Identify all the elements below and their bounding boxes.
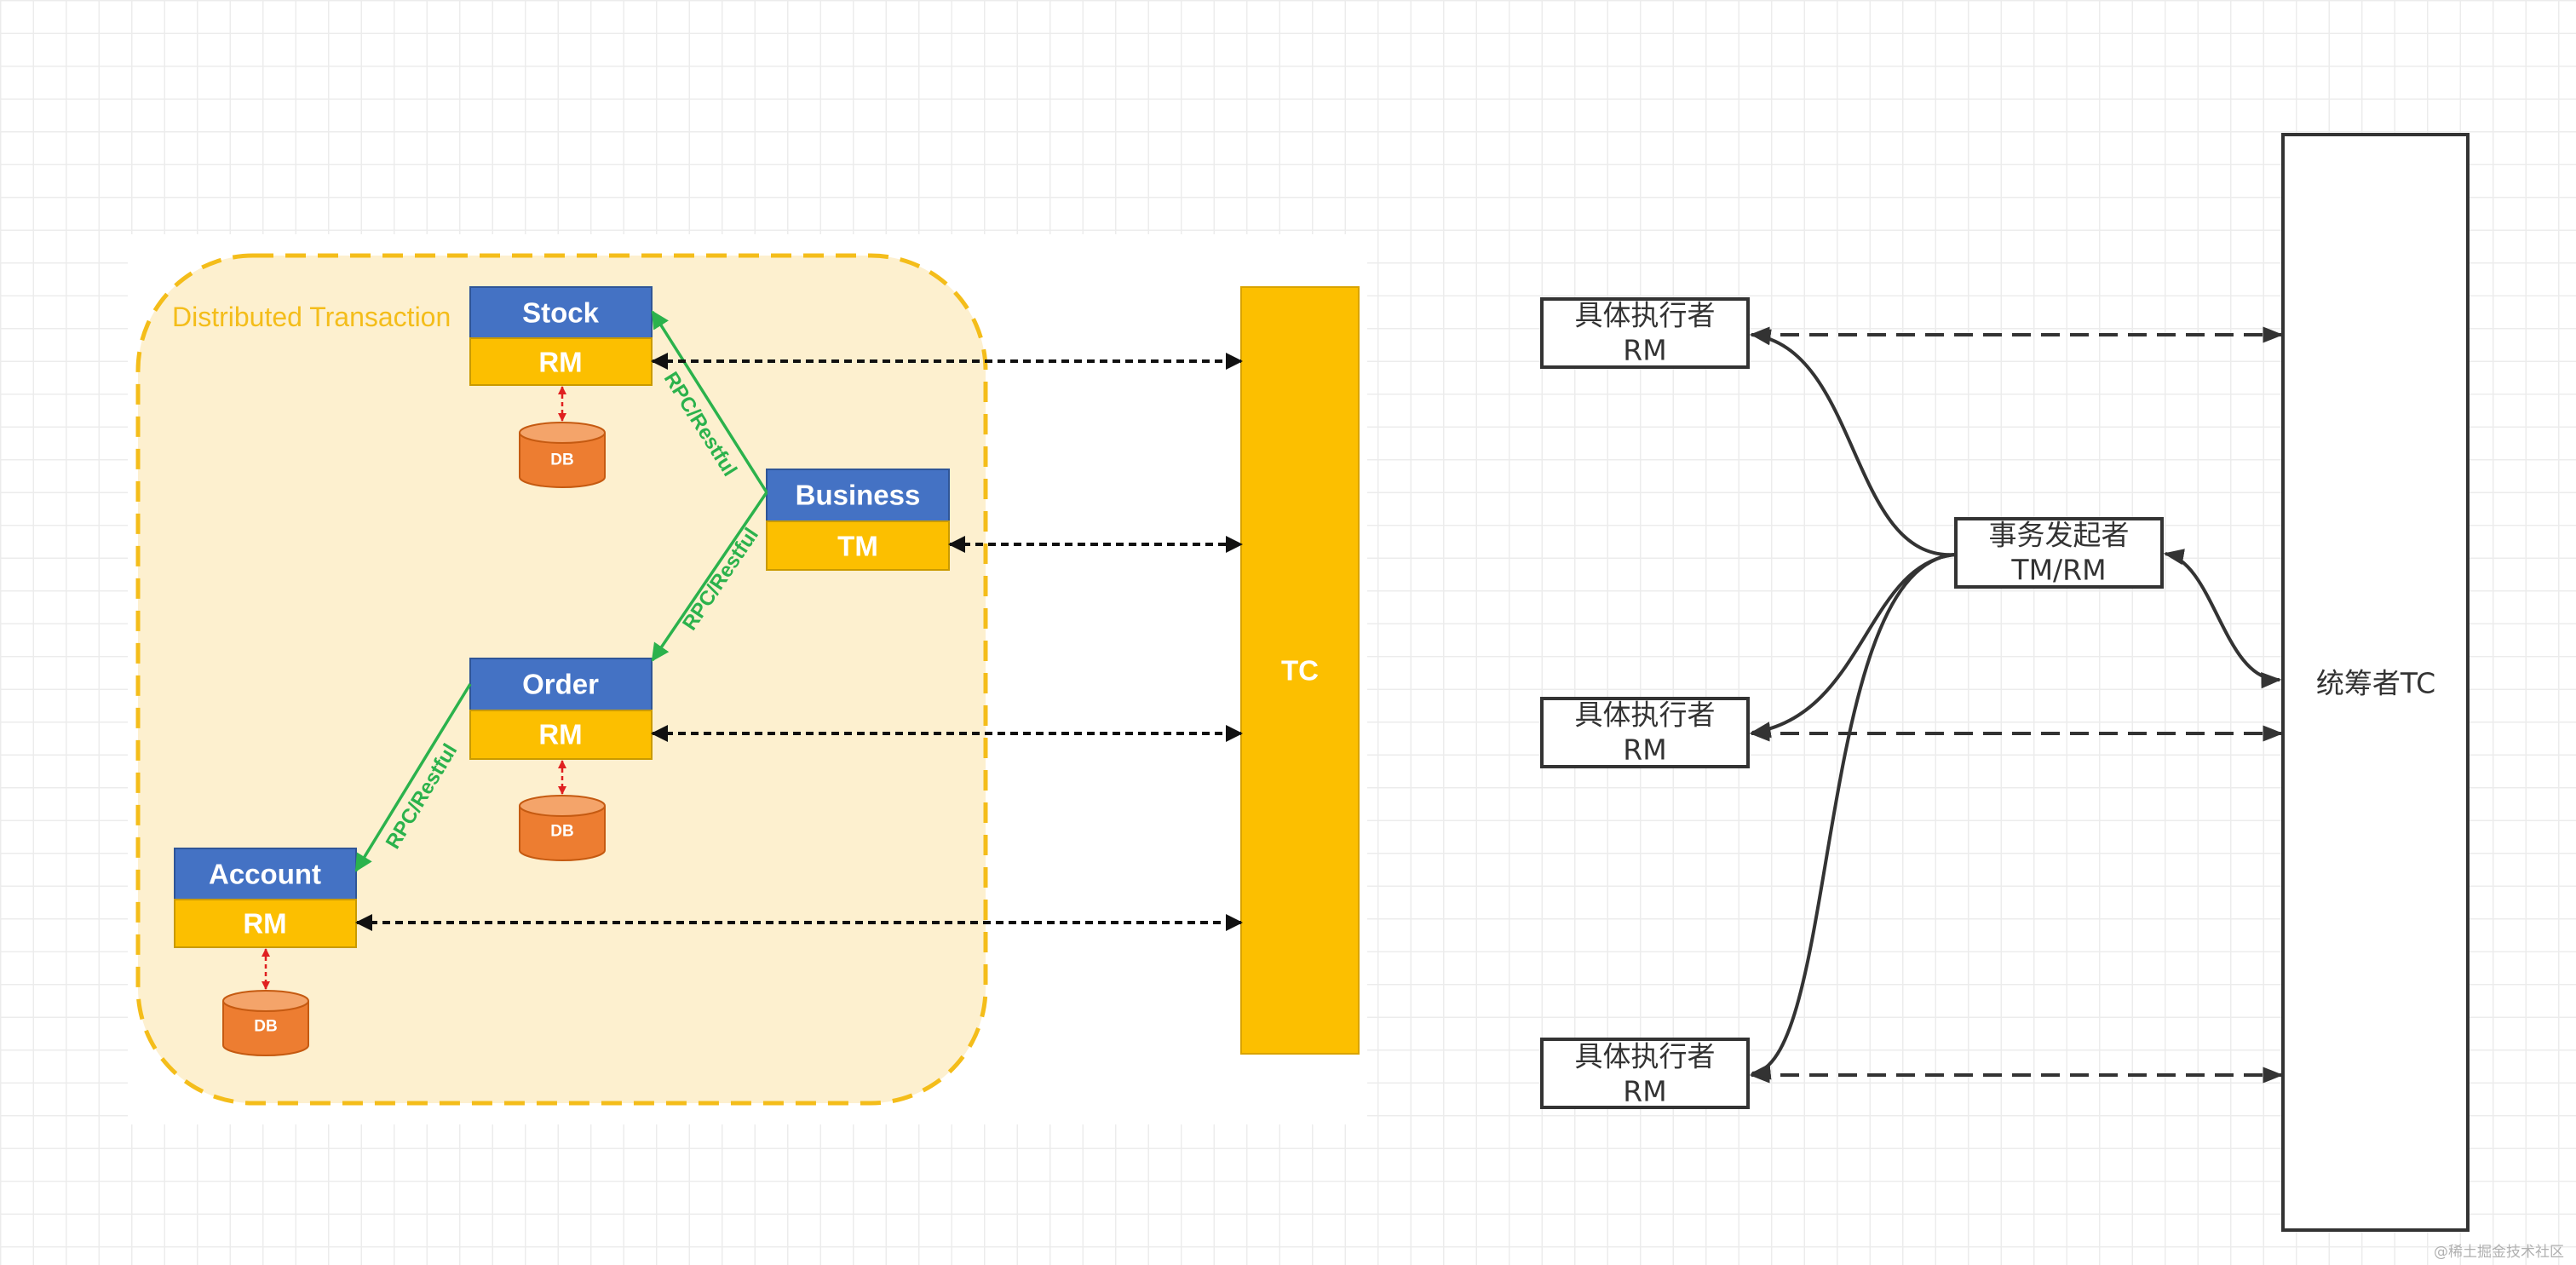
stock-db-label: DB (550, 451, 573, 469)
order-node: Order RM (469, 658, 653, 760)
coordinator-box (2281, 133, 2470, 1232)
order-role-box (469, 710, 653, 760)
group-title: Distributed Transaction (172, 302, 451, 332)
tc-bar (1240, 286, 1360, 1055)
account-role-label: RM (243, 908, 286, 940)
stock-db-cylinder: DB (519, 422, 606, 488)
executor-3-role: RM (1623, 1075, 1666, 1108)
executor-box-1 (1540, 297, 1750, 369)
coordinator-label: 统筹者TC (2316, 667, 2435, 700)
initiator-coordinator-link (2163, 549, 2282, 689)
business-role-box (766, 520, 950, 571)
initiator-to-executor-3-arrow (1750, 553, 1957, 1080)
stock-role-box (469, 337, 653, 386)
initiator-role: TM/RM (2010, 554, 2106, 587)
business-role-label: TM (837, 531, 878, 562)
account-role-box (174, 899, 357, 948)
business-to-order-arrow (651, 492, 768, 662)
executor-1-title: 具体执行者 (1575, 299, 1716, 332)
executor-1-role: RM (1623, 334, 1666, 367)
stock-role-label: RM (538, 347, 582, 378)
order-db-label: DB (550, 823, 573, 841)
order-role-label: RM (538, 719, 582, 750)
watermark: @稀土掘金技术社区 (2434, 1244, 2564, 1261)
order-service-label: Order (522, 669, 599, 700)
account-db-label: DB (254, 1018, 277, 1036)
initiator-title: 事务发起者 (1989, 519, 2130, 552)
account-node: Account RM (174, 848, 357, 948)
initiator-to-executor-1-arrow (1750, 329, 1957, 557)
executor-3-title: 具体执行者 (1575, 1040, 1716, 1073)
stock-node: Stock RM (469, 286, 653, 386)
executor-2-role: RM (1623, 733, 1666, 767)
business-service-label: Business (796, 480, 921, 511)
order-to-account-arrow (354, 683, 472, 872)
executor-2-title: 具体执行者 (1575, 699, 1716, 732)
account-db-cylinder: DB (222, 990, 309, 1056)
account-service-label: Account (209, 859, 321, 890)
order-db-cylinder: DB (519, 795, 606, 861)
initiator-box (1954, 517, 2164, 589)
business-to-stock-arrow (651, 310, 768, 493)
account-service-box (174, 848, 357, 900)
tc-label: TC (1281, 655, 1319, 687)
business-node: Business TM (766, 469, 950, 571)
stock-service-label: Stock (522, 297, 600, 329)
executor-box-2 (1540, 697, 1750, 768)
executor-box-3 (1540, 1038, 1750, 1109)
